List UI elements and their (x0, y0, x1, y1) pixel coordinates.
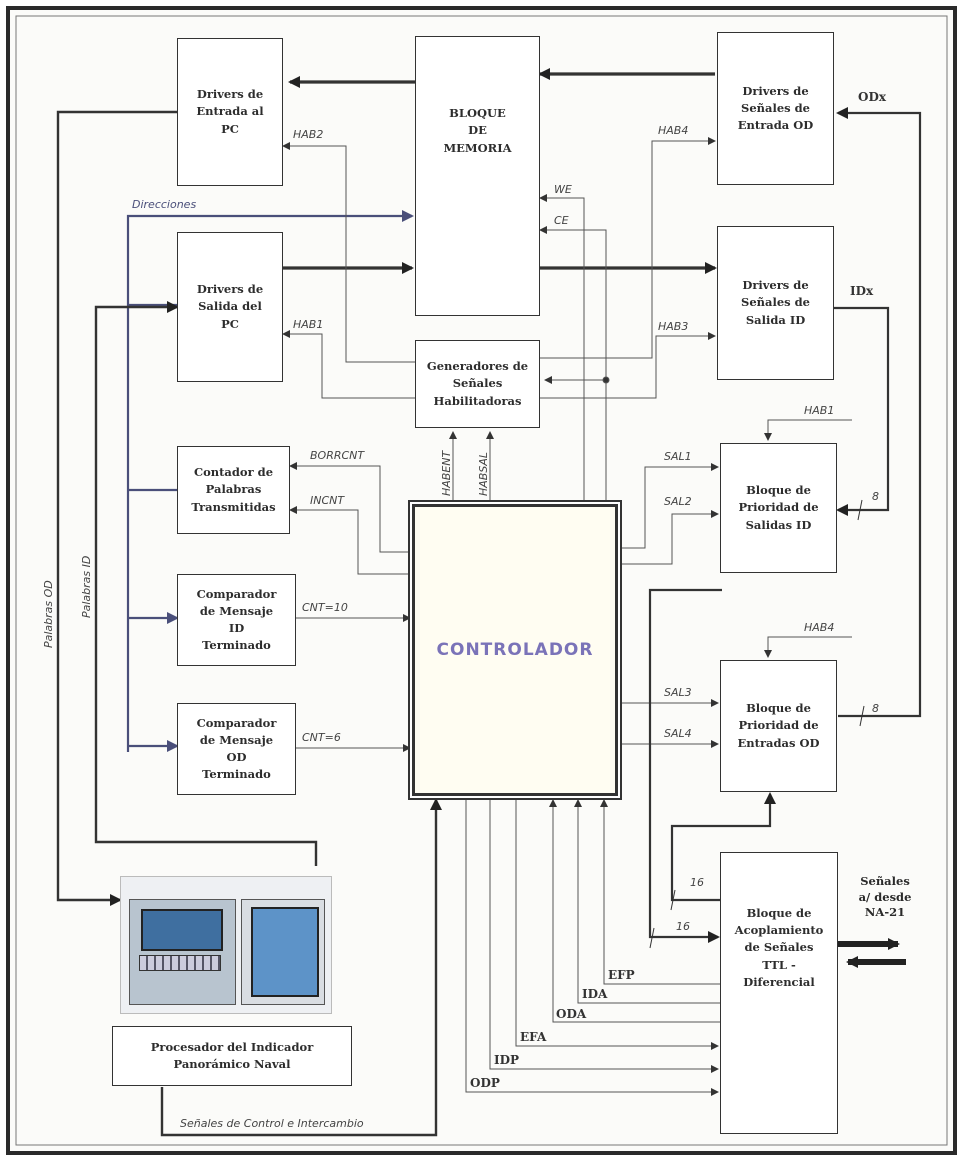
block-text: Entrada al (196, 103, 263, 120)
console-screen-left (141, 909, 223, 951)
efp-label: EFP (608, 968, 635, 982)
block-text: Habilitadoras (427, 393, 528, 410)
habsal-label: HABSAL (477, 452, 490, 496)
controlador-block: CONTROLADOR (412, 504, 618, 796)
cnt10-label: CNT=10 (302, 601, 348, 614)
block-text: Prioridad de (738, 717, 820, 734)
block-text: Bloque de (738, 482, 818, 499)
hab4-right-label: HAB4 (804, 621, 834, 634)
block-text: Señales de (738, 100, 813, 117)
hab1-right-label: HAB1 (804, 404, 834, 417)
block-text: DE (443, 122, 511, 139)
oda-label: ODA (556, 1007, 586, 1021)
block-text: Entrada OD (738, 117, 813, 134)
external-signals-label: Señales a/ desde NA-21 (850, 874, 920, 921)
block-text: MEMORIA (443, 140, 511, 157)
console-screen-right (251, 907, 319, 997)
cnt6-label: CNT=6 (302, 731, 341, 744)
bus8-b-label: 8 (872, 702, 879, 715)
efa-label: EFA (520, 1030, 546, 1044)
block-text: TTL - (735, 957, 824, 974)
we-label: WE (554, 183, 572, 196)
block-text: PC (196, 121, 263, 138)
bus16-b-label: 16 (676, 920, 690, 933)
control-intercambio-label: Señales de Control e Intercambio (180, 1117, 364, 1130)
direcciones-label: Direcciones (132, 198, 196, 211)
incnt-label: INCNT (310, 494, 344, 507)
palabras-od-label: Palabras OD (42, 580, 55, 648)
sal4-label: SAL4 (664, 727, 692, 740)
block-text: Generadores de (427, 358, 528, 375)
console-keypad (139, 955, 221, 971)
block-text: Salida del (197, 298, 263, 315)
processor-equipment-image (120, 876, 332, 1014)
block-text: Terminado (197, 637, 277, 654)
block-text: Acoplamiento (735, 922, 824, 939)
block-text: Salidas ID (738, 517, 818, 534)
block-text: Drivers de (196, 86, 263, 103)
block-text: Bloque de (738, 700, 820, 717)
block-text: Comparador (197, 586, 277, 603)
block-text: Drivers de (738, 83, 813, 100)
block-text: Drivers de (197, 281, 263, 298)
block-text: Procesador del Indicador (151, 1039, 314, 1056)
block-text: Señales de (741, 294, 810, 311)
sal1-label: SAL1 (664, 450, 692, 463)
hab4-top-label: HAB4 (658, 124, 688, 137)
idp-label: IDP (494, 1053, 519, 1067)
block-text: de Mensaje (197, 603, 277, 620)
idx-label: IDx (850, 284, 873, 298)
controlador-label: CONTROLADOR (437, 640, 594, 660)
block-text: ID (197, 620, 277, 637)
odx-label: ODx (858, 90, 886, 104)
ext-line: NA-21 (850, 905, 920, 921)
block-text: Salida ID (741, 312, 810, 329)
hab3-label: HAB3 (658, 320, 688, 333)
block-text: Señales (427, 375, 528, 392)
block-text: Drivers de (741, 277, 810, 294)
odp-label: ODP (470, 1076, 500, 1090)
block-text: de Mensaje (197, 732, 277, 749)
hab2-label: HAB2 (293, 128, 323, 141)
block-text: Palabras (191, 481, 275, 498)
ce-label: CE (554, 214, 569, 227)
habent-label: HABENT (440, 451, 453, 496)
bus16-a-label: 16 (690, 876, 704, 889)
palabras-id-label: Palabras ID (80, 556, 93, 618)
block-text: Bloque de (735, 905, 824, 922)
block-text: de Señales (735, 939, 824, 956)
borrcnt-label: BORRCNT (310, 449, 364, 462)
hab1-label: HAB1 (293, 318, 323, 331)
ext-line: a/ desde (850, 890, 920, 906)
bus8-a-label: 8 (872, 490, 879, 503)
block-text: Comparador (197, 715, 277, 732)
block-text: Terminado (197, 766, 277, 783)
block-text: Contador de (191, 464, 275, 481)
ext-line: Señales (850, 874, 920, 890)
sal2-label: SAL2 (664, 495, 692, 508)
ida-label: IDA (582, 987, 607, 1001)
block-text: Prioridad de (738, 499, 818, 516)
block-text: Diferencial (735, 974, 824, 991)
block-text: Transmitidas (191, 499, 275, 516)
block-text: BLOQUE (443, 105, 511, 122)
sal3-label: SAL3 (664, 686, 692, 699)
block-text: PC (197, 316, 263, 333)
block-text: OD (197, 749, 277, 766)
block-text: Entradas OD (738, 735, 820, 752)
block-text: Panorámico Naval (151, 1056, 314, 1073)
comparador-id-block: Comparadorde MensajeIDTerminado (177, 574, 296, 666)
